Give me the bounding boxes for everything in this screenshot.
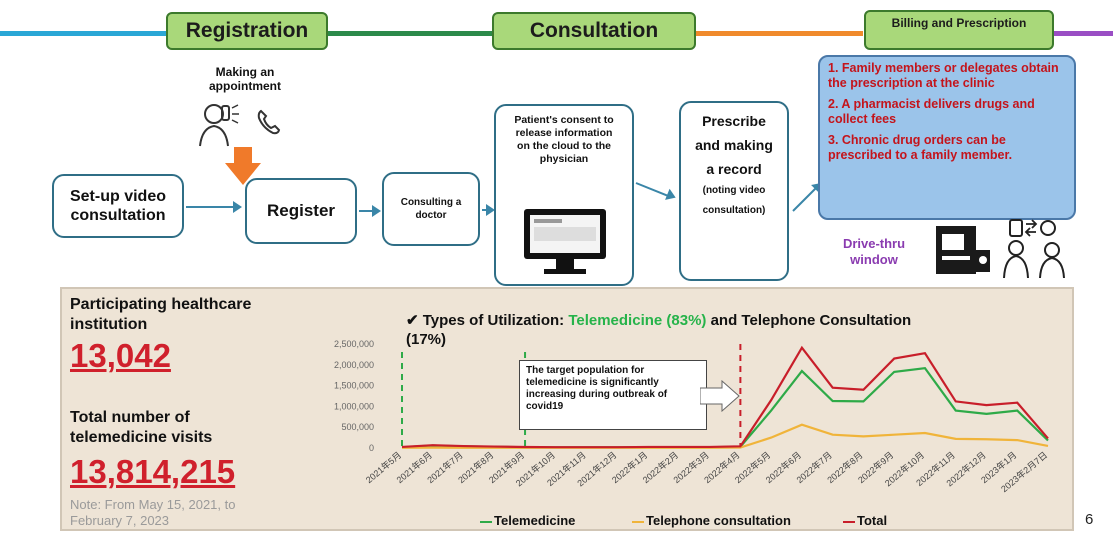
arrow-prescribe-billing [792, 187, 817, 212]
y-tick-label: 500,000 [341, 422, 374, 432]
consulting-doctor-label: Consulting a doctor [400, 197, 462, 221]
series-line [401, 345, 1049, 449]
appointment-label: Making an appointment [209, 65, 281, 93]
y-tick-label: 1,000,000 [334, 401, 374, 411]
down-arrow-icon [225, 147, 261, 185]
series-line [401, 423, 1049, 449]
consulting-doctor-box: Consulting a doctor [382, 172, 480, 246]
register-label: Register [266, 201, 336, 220]
phase-registration: Registration [166, 12, 328, 50]
prescribe-sub-label: (noting video consultation) [702, 185, 766, 216]
phone-person-icon [199, 104, 239, 147]
phase-billing: Billing and Prescription [864, 10, 1054, 50]
billing-item: 1. Family members or delegates obtain th… [828, 61, 1059, 90]
timeline-segment-blue [0, 31, 170, 36]
legend-swatch [843, 520, 855, 523]
legend-label: Telemedicine [494, 513, 576, 528]
chart-title: ✔ Types of Utilization: Telemedicine (83… [406, 311, 926, 349]
legend-telephone: Telephone consultation [632, 513, 791, 528]
visits-note: Note: From May 15, 2021, to February 7, … [70, 497, 236, 528]
arrow-register-consult [359, 210, 373, 212]
drive-thru-window-icon [936, 226, 990, 274]
timeline-segment-green [325, 31, 495, 36]
page-number: 6 [1085, 511, 1094, 528]
arrow-consent-prescribe [635, 182, 668, 197]
institutions-value: 13,042 [70, 337, 171, 374]
arrow-consult-consent-head [486, 204, 495, 216]
legend-swatch [480, 520, 492, 523]
y-tick-label: 2,000,000 [334, 360, 374, 370]
y-tick-label: 2,500,000 [334, 339, 374, 349]
arrow-consent-prescribe-head [665, 188, 678, 204]
check-icon: ✔ [406, 312, 419, 329]
y-tick-label: 1,500,000 [334, 381, 374, 391]
drive-thru-label: Drive-thru window [842, 236, 906, 267]
legend-label: Telephone consultation [646, 513, 791, 528]
phone-icon [257, 109, 281, 135]
billing-list: 1. Family members or delegates obtain th… [828, 61, 1066, 163]
legend-label: Total [857, 513, 888, 528]
consent-label: Patient's consent to release information… [514, 114, 614, 165]
register-box: Register [245, 178, 357, 244]
monitor-icon [524, 209, 606, 274]
billing-item: 3. Chronic drug orders can be prescribed… [828, 133, 1013, 162]
timeline-segment-orange [693, 31, 863, 36]
phase-consultation: Consultation [492, 12, 696, 50]
arrow-register-consult-head [372, 205, 381, 217]
pharmacist-delivery-icon [1003, 219, 1065, 279]
institutions-label: Participating healthcare institution [70, 296, 252, 333]
prescribe-box: Prescribe and making a record (noting vi… [679, 101, 789, 281]
consent-box: Patient's consent to release information… [494, 104, 634, 286]
setup-video-box: Set-up video consultation [52, 174, 184, 238]
legend-telemedicine: Telemedicine [480, 513, 575, 528]
visits-value: 13,814,215 [70, 453, 236, 490]
arrow-setup-register-head [233, 201, 242, 213]
utilization-line-chart: 2,500,000 2,000,000 1,500,000 1,000,000 500,… [334, 339, 1049, 494]
arrow-setup-register [186, 206, 234, 208]
visits-label: Total number of telemedicine visits [70, 409, 213, 446]
setup-video-label: Set-up video consultation [69, 188, 166, 224]
chart-title-prefix: Types of Utilization: [422, 312, 569, 329]
billing-panel: 1. Family members or delegates obtain th… [818, 55, 1076, 220]
chart-title-highlight: Telemedicine (83%) [568, 312, 707, 329]
y-tick-label: 0 [369, 443, 374, 453]
legend-total: Total [843, 513, 887, 528]
prescribe-label: Prescribe and making a record [695, 113, 773, 177]
covid-annotation: The target population for telemedicine i… [519, 360, 707, 430]
legend-swatch [632, 520, 644, 523]
chart-title-suffix: and Telephone Consultation (17%) [406, 312, 912, 348]
arrow-consult-consent [482, 209, 488, 211]
timeline-segment-purple [1050, 31, 1113, 36]
billing-item: 2. A pharmacist delivers drugs and colle… [828, 97, 1035, 126]
annotation-arrow-icon [700, 380, 740, 412]
